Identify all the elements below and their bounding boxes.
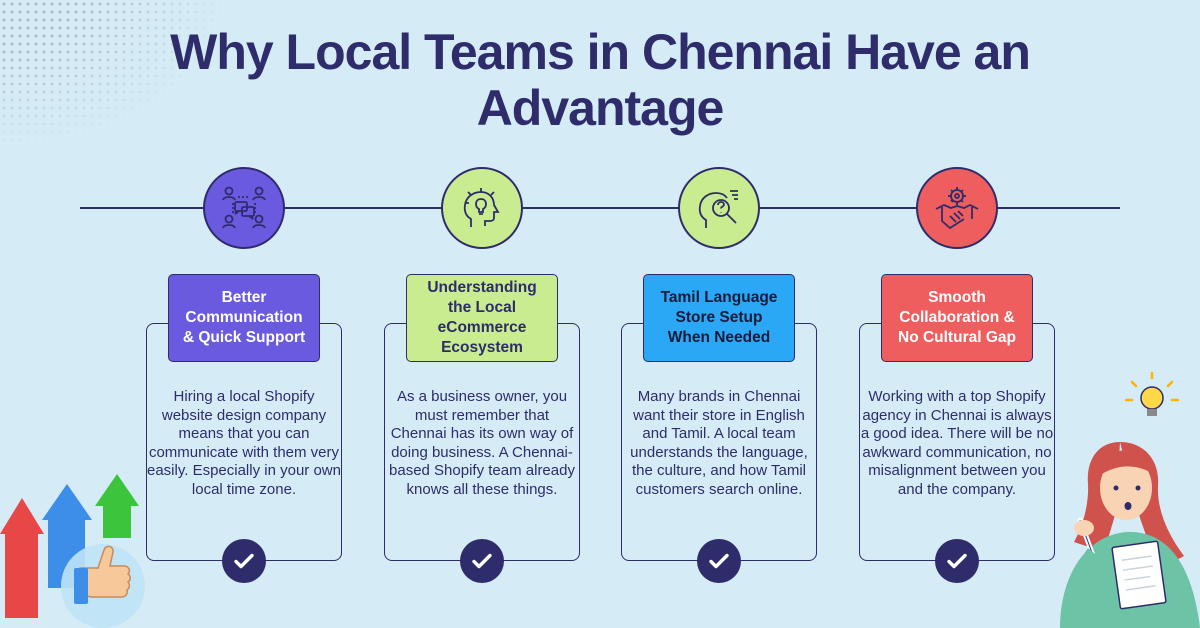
feature-column-local-ecosystem: Understanding the Local eCommerce Ecosys… bbox=[384, 0, 580, 628]
checkmark-badge bbox=[222, 539, 266, 583]
page-title: Why Local Teams in Chennai Have an Advan… bbox=[170, 24, 1031, 136]
checkmark-badge bbox=[935, 539, 979, 583]
icon-circle bbox=[441, 167, 523, 249]
feature-description: Many brands in Chennai want their store … bbox=[630, 388, 808, 498]
check-icon bbox=[947, 553, 967, 569]
green-arrow-icon bbox=[95, 474, 139, 538]
feature-heading: Understanding the Local eCommerce Ecosys… bbox=[406, 274, 558, 362]
feature-description: Working with a top Shopify agency in Che… bbox=[860, 388, 1054, 498]
dot-pattern-decoration bbox=[0, 0, 230, 150]
thumbs-up-icon bbox=[79, 545, 131, 598]
checkmark-badge bbox=[697, 539, 741, 583]
feature-column-collaboration: Smooth Collaboration & No Cultural Gap W… bbox=[859, 0, 1055, 628]
check-icon bbox=[472, 553, 492, 569]
handshake-gear-icon bbox=[935, 187, 979, 230]
thinking-woman-illustration bbox=[1060, 372, 1200, 628]
icon-circle bbox=[678, 167, 760, 249]
icon-circle bbox=[916, 167, 998, 249]
lightbulb-icon bbox=[1124, 372, 1180, 416]
timeline-line bbox=[80, 207, 1120, 209]
check-icon bbox=[234, 553, 254, 569]
head-magnifier-question-icon bbox=[698, 190, 738, 228]
feature-column-communication: Better Communication & Quick Support Hir… bbox=[146, 0, 342, 628]
red-arrow-icon bbox=[0, 498, 44, 618]
growth-arrows-thumbs-up-illustration bbox=[0, 474, 145, 628]
checkmark-badge bbox=[460, 539, 504, 583]
feature-description: Hiring a local Shopify website design co… bbox=[147, 388, 341, 498]
check-icon bbox=[709, 553, 729, 569]
feature-column-tamil-store: Tamil Language Store Setup When Needed M… bbox=[621, 0, 817, 628]
icon-circle bbox=[203, 167, 285, 249]
feature-heading: Tamil Language Store Setup When Needed bbox=[643, 274, 795, 362]
feature-heading: Better Communication & Quick Support bbox=[168, 274, 320, 362]
feature-heading: Smooth Collaboration & No Cultural Gap bbox=[881, 274, 1033, 362]
team-communication-icon bbox=[222, 186, 266, 229]
head-lightbulb-icon bbox=[463, 188, 500, 227]
feature-description: As a business owner, you must remember t… bbox=[389, 388, 575, 498]
